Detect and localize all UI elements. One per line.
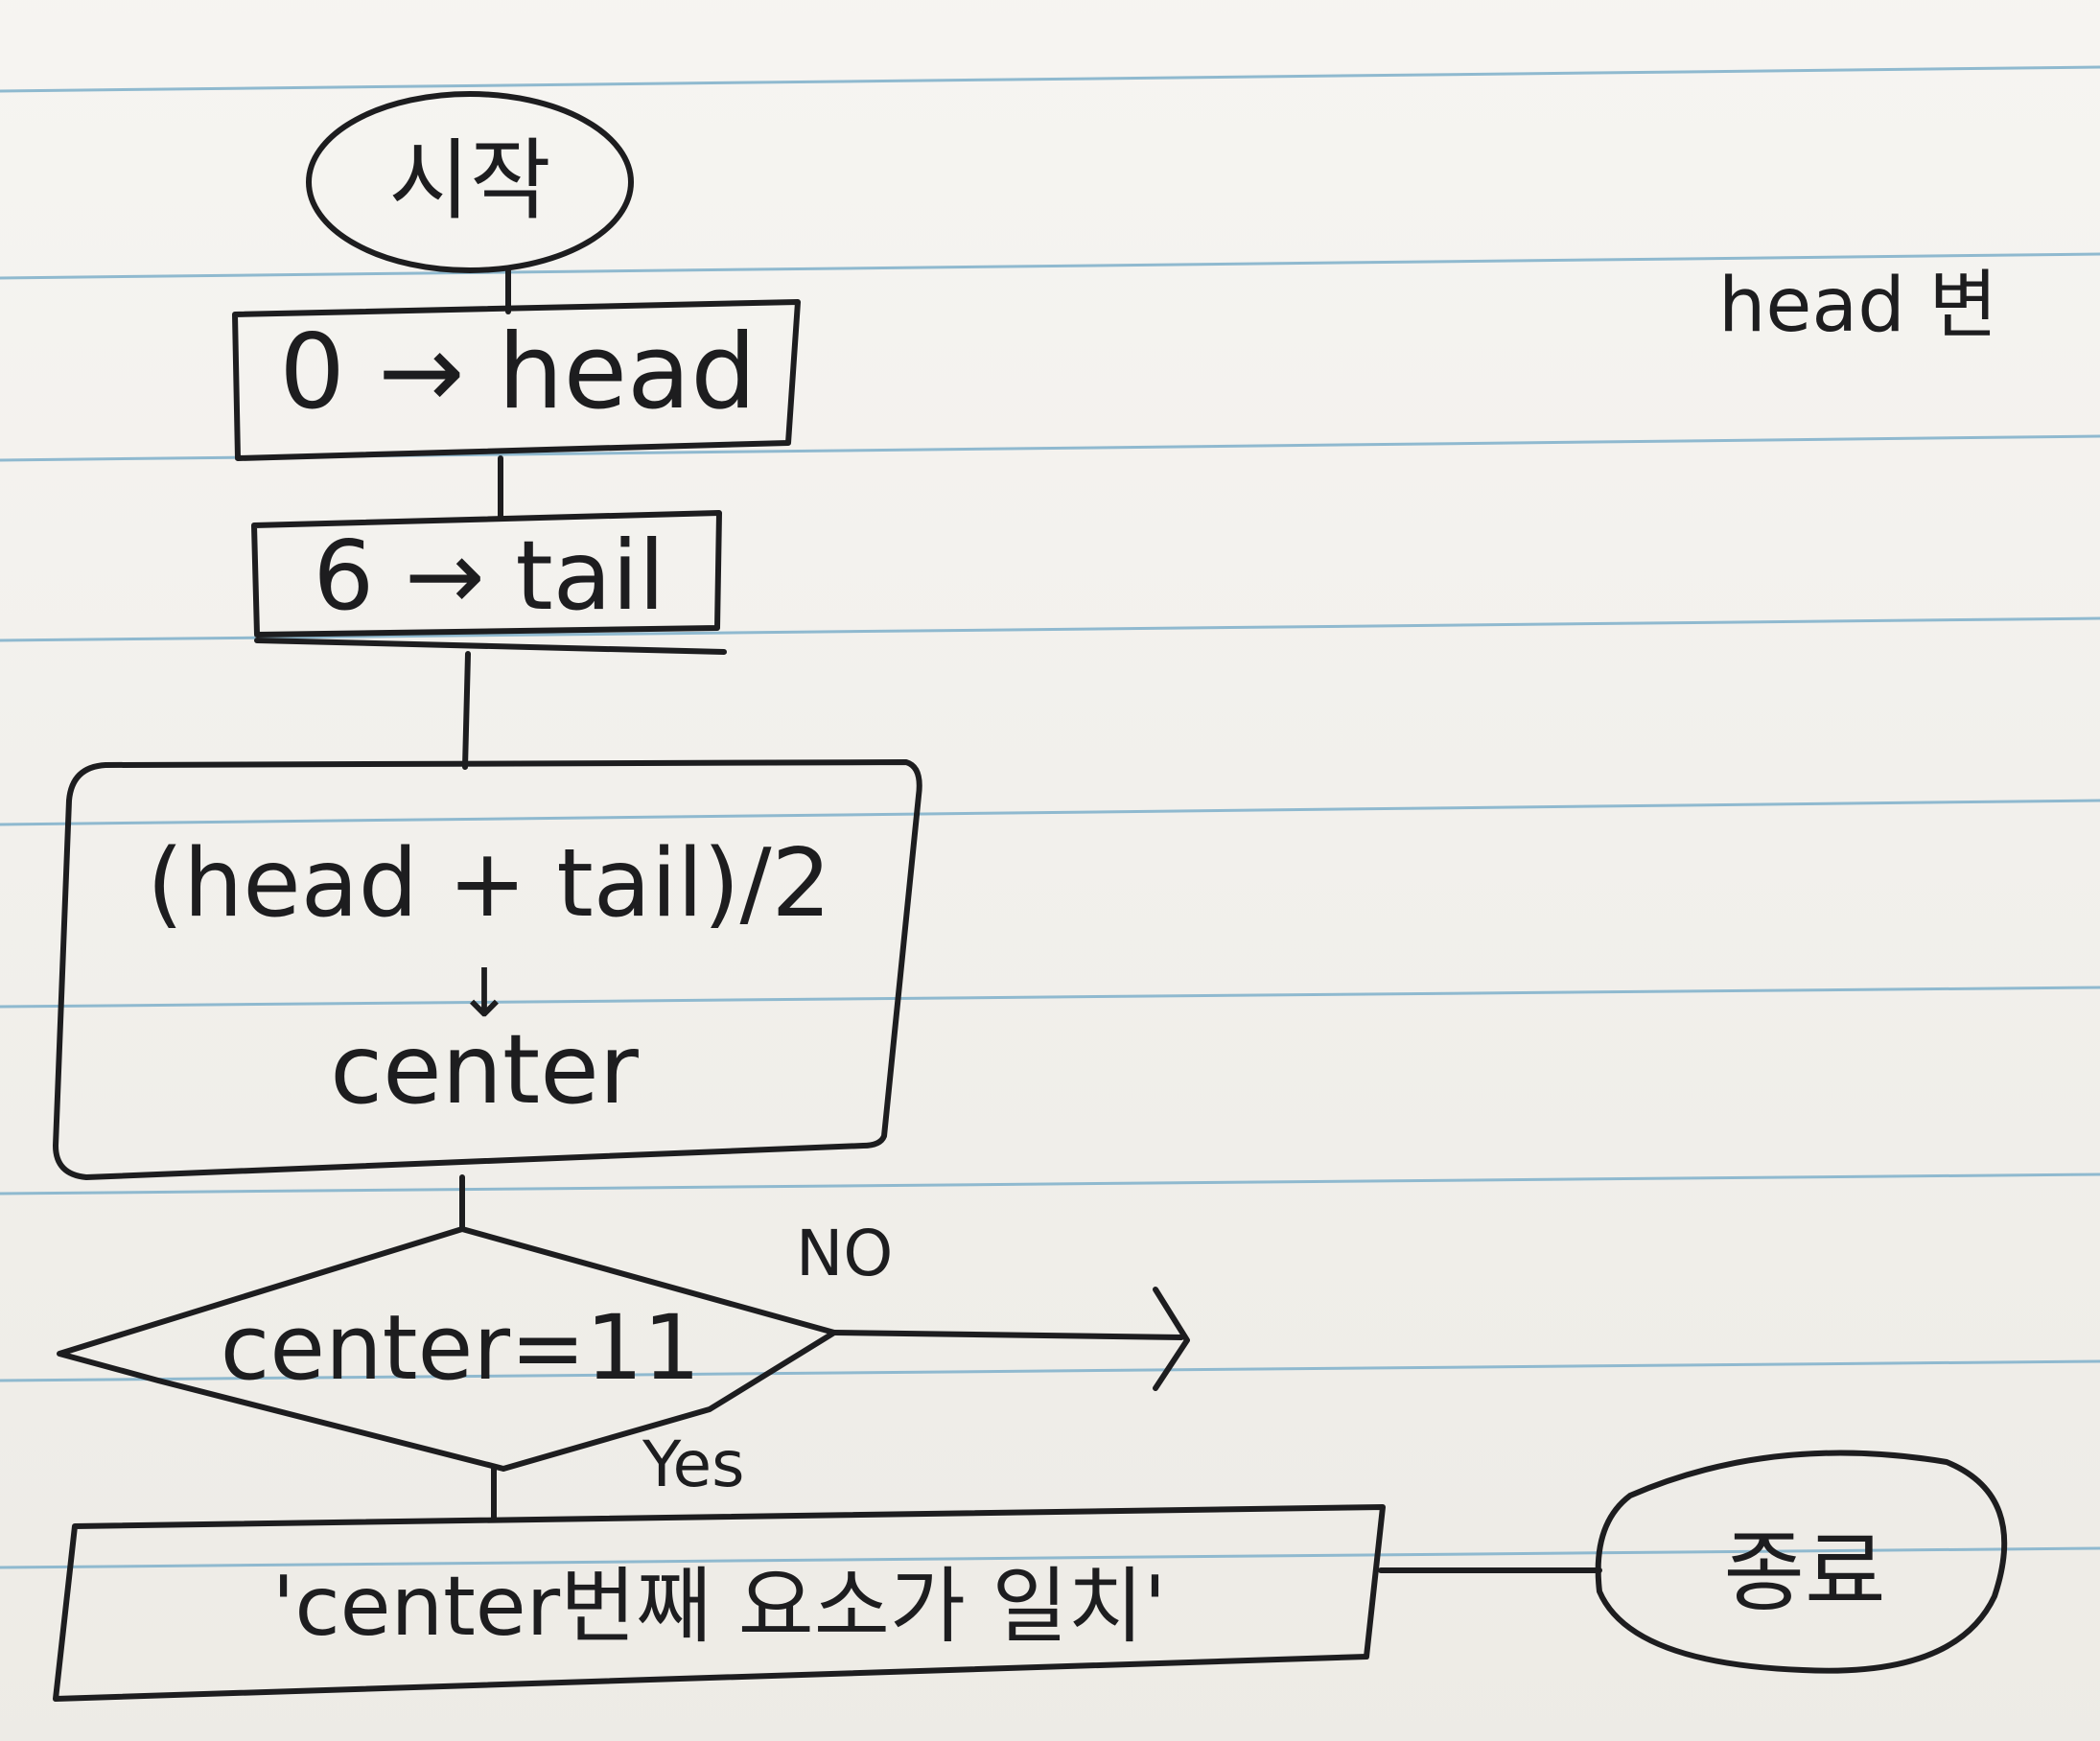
step3-arrow: ↓ [456,954,513,1033]
side-note: head 변 [1718,263,1997,349]
result-label: 'center번째 요소가 일치' [272,1559,1166,1655]
start-terminal: 시작 [306,91,634,273]
step3-line1: (head + tail)/2 [147,829,831,939]
decision-label: center=11 [221,1296,701,1401]
process-box-tail: 6 → tail [251,510,727,655]
connector-line [462,651,471,770]
end-terminal: 종료 [1595,1450,2008,1674]
rule-line [0,986,2100,1009]
no-arrow-line [831,1330,1184,1340]
process-box-head: 0 → head [232,299,801,461]
no-arrow [831,1287,1190,1391]
process-box-center: (head + tail)/2 ↓ center [53,759,922,1180]
result-box: 'center번째 요소가 일치' [53,1504,1386,1702]
rule-line [0,616,2100,642]
end-oval [1595,1450,2008,1674]
rule-line [0,1359,2100,1382]
rule-line [0,252,2100,280]
process-box-outline [251,510,722,638]
rule-line [0,799,2100,826]
start-oval [306,91,634,273]
arrowhead-icon [1153,1287,1190,1391]
no-label: NO [796,1217,893,1290]
start-label: 시작 [388,129,550,232]
step1-label: 0 → head [279,313,757,432]
yes-label: Yes [642,1428,745,1501]
rule-line [0,1172,2100,1195]
result-box-outline [53,1504,1386,1702]
rule-line [0,65,2100,93]
end-label: 종료 [1723,1521,1885,1624]
process-box-outline [232,299,801,461]
step2-label: 6 → tail [313,520,665,632]
box-underline [254,638,727,655]
process-box-outline [53,759,922,1180]
rule-line [0,1546,2100,1569]
step3-line2: center [330,1013,640,1126]
